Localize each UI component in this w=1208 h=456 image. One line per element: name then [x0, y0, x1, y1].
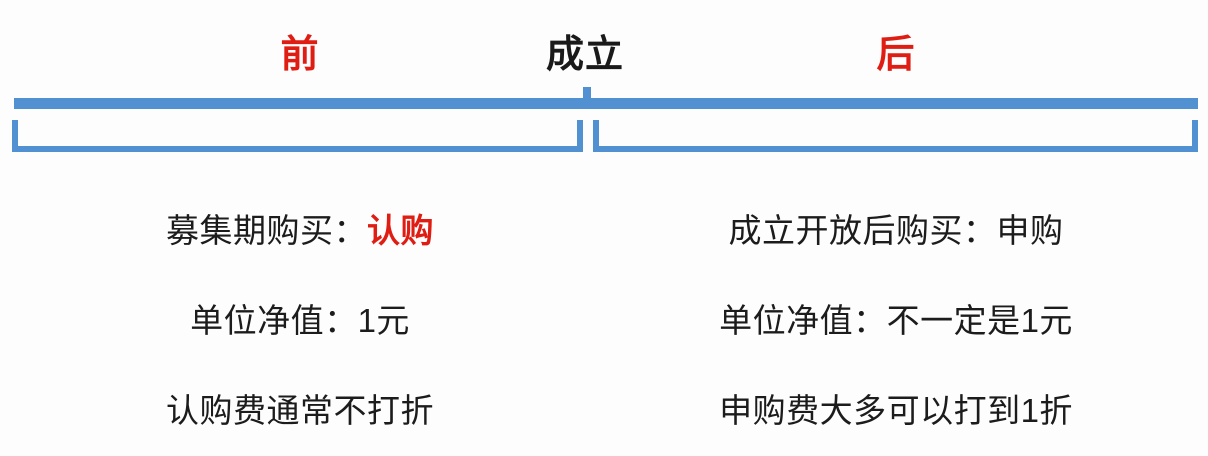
comparison-text-before-emphasis: 认购: [367, 212, 434, 249]
comparison-text-before: 单位净值：1元: [190, 299, 410, 343]
comparison-cell-before: 募集期购买：认购: [40, 186, 560, 276]
comparison-text-before: 认购费通常不打折: [166, 389, 434, 433]
comparison-row: 认购费通常不打折 申购费大多可以打到1折: [0, 366, 1208, 456]
phase-label-establishment: 成立: [545, 34, 625, 76]
timeline-establishment-tick-icon: [583, 87, 591, 99]
timeline-axis-line: [14, 98, 1198, 109]
comparison-cell-after: 单位净值：不一定是1元: [636, 276, 1156, 366]
comparison-text-after: 申购费大多可以打到1折: [719, 392, 1073, 429]
phase-label-after: 后: [876, 34, 916, 76]
comparison-cell-after: 申购费大多可以打到1折: [636, 366, 1156, 456]
comparison-cell-before: 单位净值：1元: [40, 276, 560, 366]
comparison-text-before-prefix: 认购费通常不打折: [166, 392, 434, 429]
comparison-text-before-prefix: 募集期购买：: [166, 212, 367, 249]
comparison-text-after: 成立开放后购买：申购: [728, 212, 1064, 249]
span-bracket-after: [593, 120, 1198, 152]
comparison-text-after: 单位净值：不一定是1元: [719, 302, 1073, 339]
comparison-cell-after: 成立开放后购买：申购: [636, 186, 1156, 276]
comparison-text-before: 募集期购买：认购: [166, 209, 434, 253]
comparison-row: 单位净值：1元 单位净值：不一定是1元: [0, 276, 1208, 366]
phase-label-before: 前: [280, 34, 320, 76]
span-bracket-before: [12, 120, 583, 152]
comparison-grid: 募集期购买：认购 成立开放后购买：申购 单位净值：1元 单位净值：不一定是1元 …: [0, 186, 1208, 456]
comparison-text-before-prefix: 单位净值：1元: [190, 302, 410, 339]
comparison-cell-before: 认购费通常不打折: [40, 366, 560, 456]
comparison-row: 募集期购买：认购 成立开放后购买：申购: [0, 186, 1208, 276]
